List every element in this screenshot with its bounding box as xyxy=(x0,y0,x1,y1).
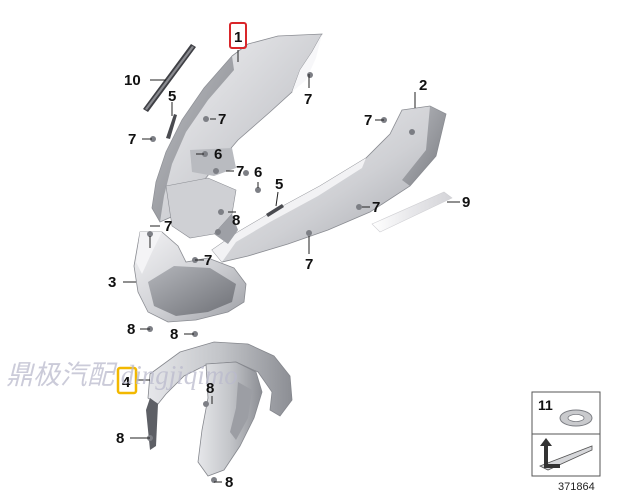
callout-8a: 8 xyxy=(232,212,240,229)
callout-7a: 7 xyxy=(128,131,136,148)
callout-6b: 6 xyxy=(254,164,262,181)
arrow-sheet-icon xyxy=(539,438,593,471)
callout-10: 10 xyxy=(124,72,141,89)
callout-7g: 7 xyxy=(164,218,172,235)
part-1-upper-fairing xyxy=(151,33,323,223)
callout-7h: 7 xyxy=(204,252,212,269)
part-9-trim-strip xyxy=(371,191,453,233)
part-3-front-nose xyxy=(133,231,247,323)
diagram-id: 371864 xyxy=(558,481,595,493)
callout-8d: 8 xyxy=(206,380,214,397)
fastener-screws xyxy=(147,72,387,483)
callout-4: 4 xyxy=(122,374,131,391)
callout-3: 3 xyxy=(108,274,116,291)
legend-panel: 11 xyxy=(531,391,601,477)
part-5-small-trim xyxy=(166,114,284,217)
callout-9: 9 xyxy=(462,194,470,211)
callout-8b: 8 xyxy=(127,321,135,338)
callout-1: 1 xyxy=(234,29,242,46)
callout-8c: 8 xyxy=(170,326,178,343)
callout-6a: 6 xyxy=(214,146,222,163)
callout-7c: 7 xyxy=(236,163,244,180)
panel-item-number: 11 xyxy=(538,397,553,413)
callout-2: 2 xyxy=(419,77,427,94)
callout-5a: 5 xyxy=(168,88,176,105)
callout-4-highlight xyxy=(116,366,138,395)
callout-7d: 7 xyxy=(364,112,372,129)
callout-7b: 7 xyxy=(218,111,226,128)
callout-5b: 5 xyxy=(275,176,283,193)
part-10-trim-strip xyxy=(143,44,196,112)
callout-7f: 7 xyxy=(372,199,380,216)
callout-8f: 8 xyxy=(225,474,233,491)
callout-8e: 8 xyxy=(116,430,124,447)
watermark-text: 鼎极汽配 dingjiqimo xyxy=(6,360,238,390)
callout-1-highlight xyxy=(229,22,247,49)
callout-7i: 7 xyxy=(305,256,313,273)
callout-labels: 1 2 10 5 7 7 6 7 6 5 7 7 7 9 8 7 7 7 3 8… xyxy=(108,22,470,491)
leader-lines xyxy=(123,50,460,483)
part-2-side-fairing xyxy=(211,105,447,263)
part-inner-fairing-bracket xyxy=(165,177,238,244)
callout-7e: 7 xyxy=(304,91,312,108)
washer-icon xyxy=(559,409,593,427)
